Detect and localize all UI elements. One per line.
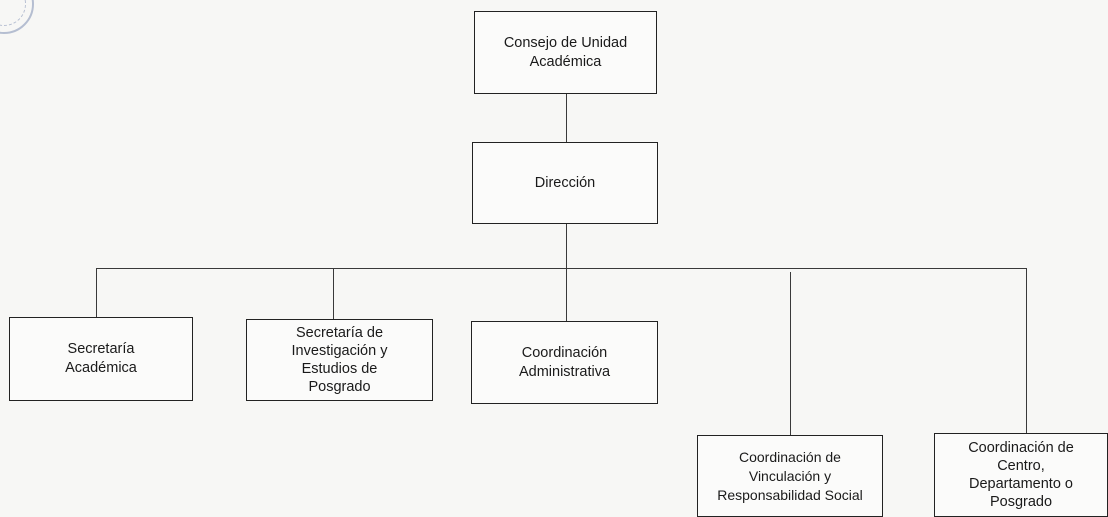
node-consejo-unidad-academica: Consejo de Unidad Académica [474,11,657,94]
node-coordinacion-centro: Coordinación de Centro, Departamento o P… [934,433,1108,517]
node-coordinacion-administrativa: Coordinación Administrativa [471,321,658,404]
connector-secretaria-academica [96,268,97,317]
seal-stamp-icon [0,0,34,34]
node-label: Secretaría de Investigación y Estudios d… [291,325,388,395]
node-secretaria-academica: Secretaría Académica [9,317,193,401]
connector-direccion-bus [566,223,567,321]
connector-horizontal-bus [96,268,1027,269]
node-label: Coordinación de Vinculación y Responsabi… [717,448,863,503]
node-label: Coordinación de Centro, Departamento o P… [968,440,1074,510]
node-secretaria-investigacion: Secretaría de Investigación y Estudios d… [246,319,433,401]
node-coordinacion-vinculacion: Coordinación de Vinculación y Responsabi… [697,435,883,517]
connector-secretaria-investigacion [333,268,334,319]
connector-consejo-direccion [566,93,567,142]
node-label: Consejo de Unidad Académica [503,34,628,70]
node-direccion: Dirección [472,142,658,224]
node-label: Dirección [534,174,596,191]
node-label: Coordinación Administrativa [518,344,611,380]
node-label: Secretaría Académica [65,341,137,376]
connector-centro [1026,268,1027,433]
connector-vinculacion [790,272,791,436]
